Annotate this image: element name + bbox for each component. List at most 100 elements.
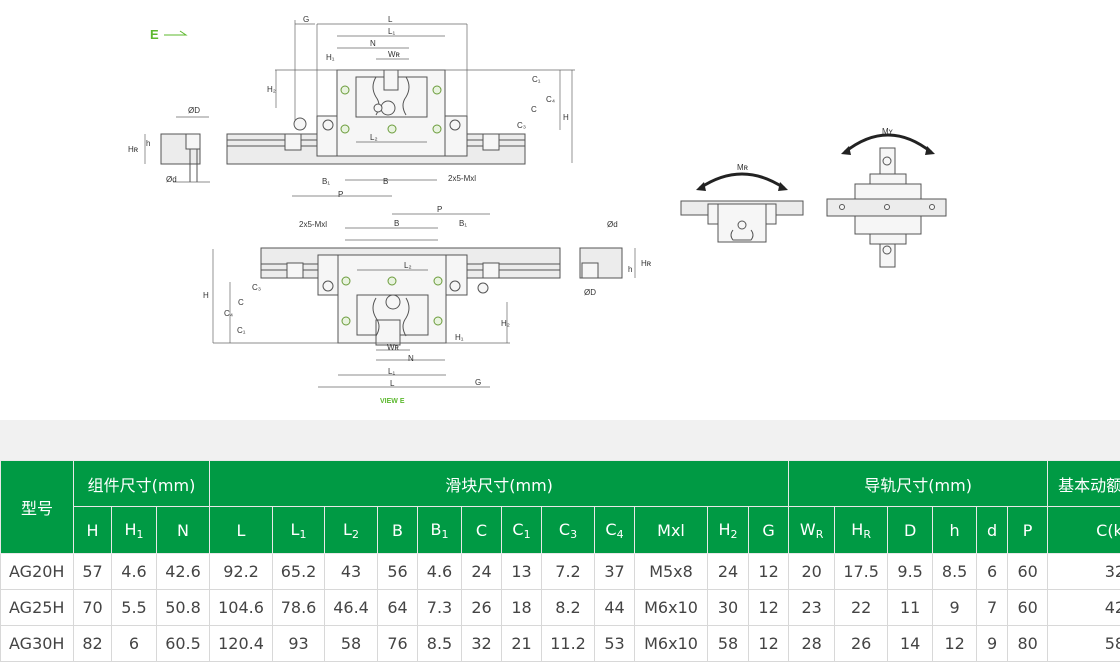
- column-header-label: L: [236, 520, 246, 540]
- top-view: E G L L₁ N Wʀ H₁ H₂ C₁ C₄: [128, 15, 575, 199]
- column-header-label: Mxl: [657, 520, 685, 540]
- dim-label-n: N: [370, 39, 376, 48]
- moment-label-my: Mʏ: [882, 127, 894, 136]
- value-cell: 9: [976, 625, 1009, 662]
- column-header: C4: [594, 506, 636, 554]
- column-header-subscript: 1: [136, 527, 144, 541]
- dim-label-b: B: [383, 177, 388, 186]
- value-cell: 28: [788, 625, 836, 662]
- column-header-subscript: R: [863, 527, 871, 541]
- dim-label-c1: C₁: [237, 326, 246, 335]
- column-header-subscript: 2: [351, 527, 359, 541]
- column-header-label: P: [1022, 520, 1033, 540]
- column-header-label: B: [430, 519, 442, 539]
- column-header: P: [1007, 506, 1049, 554]
- dim-label-p: P: [338, 190, 343, 199]
- column-header-label: L: [290, 519, 300, 539]
- value-cell: 11: [887, 589, 934, 626]
- dim-label-c3: C₃: [252, 283, 261, 292]
- value-cell: 12: [932, 625, 978, 662]
- value-cell: 11.2: [541, 625, 596, 662]
- moment-mx-view: Mʀ: [680, 163, 804, 243]
- column-header-label: C: [512, 519, 524, 539]
- dim-label-h2: H₂: [501, 319, 510, 328]
- value-cell: 78.6: [272, 589, 326, 626]
- column-header: C3: [541, 506, 596, 554]
- value-cell: 12: [748, 553, 790, 590]
- column-header: B1: [417, 506, 463, 554]
- column-header-label: H: [718, 519, 731, 539]
- value-cell: 20: [788, 553, 836, 590]
- value-cell: 22: [834, 589, 889, 626]
- value-cell: 30: [707, 589, 750, 626]
- value-cell: 24: [707, 553, 750, 590]
- column-header: L: [209, 506, 274, 554]
- view-caption: VIEW E: [380, 398, 405, 405]
- dim-label-b: B: [394, 219, 399, 228]
- dim-label-l: L: [388, 15, 393, 24]
- column-header: H1: [111, 506, 157, 554]
- dim-label-h1: H₁: [326, 53, 335, 62]
- value-cell: 18: [501, 589, 543, 626]
- column-header-label: G: [762, 520, 775, 540]
- column-header-label: H: [124, 519, 137, 539]
- dim-label-h2: H₂: [267, 85, 276, 94]
- dim-label-mxl: 2x5-Mxl: [299, 220, 327, 229]
- dim-label-h: H: [203, 291, 209, 300]
- column-header-subscript: 1: [523, 527, 531, 541]
- column-header-label: W: [799, 519, 816, 539]
- column-header-label: N: [177, 520, 189, 540]
- header-group-block: 滑块尺寸(mm): [209, 460, 790, 507]
- column-header: H2: [707, 506, 750, 554]
- column-header-label: h: [949, 520, 960, 540]
- dim-label-c3: C₃: [517, 121, 526, 130]
- column-header-label: C: [475, 520, 488, 540]
- column-header: L2: [324, 506, 379, 554]
- moment-label-mx: Mʀ: [737, 163, 749, 172]
- value-cell: 46.4: [324, 589, 379, 626]
- model-cell: AG20H: [0, 553, 74, 590]
- value-cell: 80: [1007, 625, 1049, 662]
- column-header-subscript: 2: [730, 527, 738, 541]
- column-header-label: C(kN): [1096, 520, 1120, 540]
- dim-label-mxl: 2x5-Mxl: [448, 174, 476, 183]
- column-header: L1: [272, 506, 326, 554]
- dim-label-h: H: [563, 113, 569, 122]
- value-cell: 58: [707, 625, 750, 662]
- column-header: D: [887, 506, 934, 554]
- column-header-subscript: R: [815, 527, 824, 541]
- separator-band: [0, 420, 1120, 460]
- value-cell: 6: [976, 553, 1009, 590]
- value-cell: 37: [594, 553, 636, 590]
- dim-label-od-small: Ød: [166, 175, 177, 184]
- value-cell: 56: [377, 553, 419, 590]
- value-cell: 57: [73, 553, 112, 590]
- value-cell: 82: [73, 625, 112, 662]
- value-cell: 53: [594, 625, 636, 662]
- dim-label-od: ØD: [188, 106, 200, 115]
- column-header-subscript: 1: [441, 527, 449, 541]
- value-cell: 26: [461, 589, 503, 626]
- dim-label-l2: L₂: [370, 133, 378, 142]
- dim-label-od: ØD: [584, 288, 596, 297]
- dim-label-h-small: h: [628, 265, 632, 274]
- value-cell: 65.2: [272, 553, 326, 590]
- header-model: 型号: [0, 460, 74, 554]
- value-cell: 12: [748, 589, 790, 626]
- bottom-view: P B B₁ 2x5-Mxl Ød L₂ H C₃ C C₄ C₁ h Hʀ Ø…: [203, 205, 652, 405]
- dim-label-od-small: Ød: [607, 220, 618, 229]
- value-cell: 58.: [1047, 625, 1120, 662]
- value-cell: 24: [461, 553, 503, 590]
- value-cell: 44: [594, 589, 636, 626]
- column-header: h: [932, 506, 978, 554]
- value-cell: 32: [461, 625, 503, 662]
- column-header: Mxl: [634, 506, 709, 554]
- dim-label-c: C: [238, 298, 244, 307]
- value-cell: 120.4: [209, 625, 274, 662]
- dim-label-c4: C₄: [546, 95, 555, 104]
- value-cell: 58: [324, 625, 379, 662]
- column-header-label: H: [851, 519, 864, 539]
- technical-drawing: E G L L₁ N Wʀ H₁ H₂ C₁ C₄: [128, 15, 947, 405]
